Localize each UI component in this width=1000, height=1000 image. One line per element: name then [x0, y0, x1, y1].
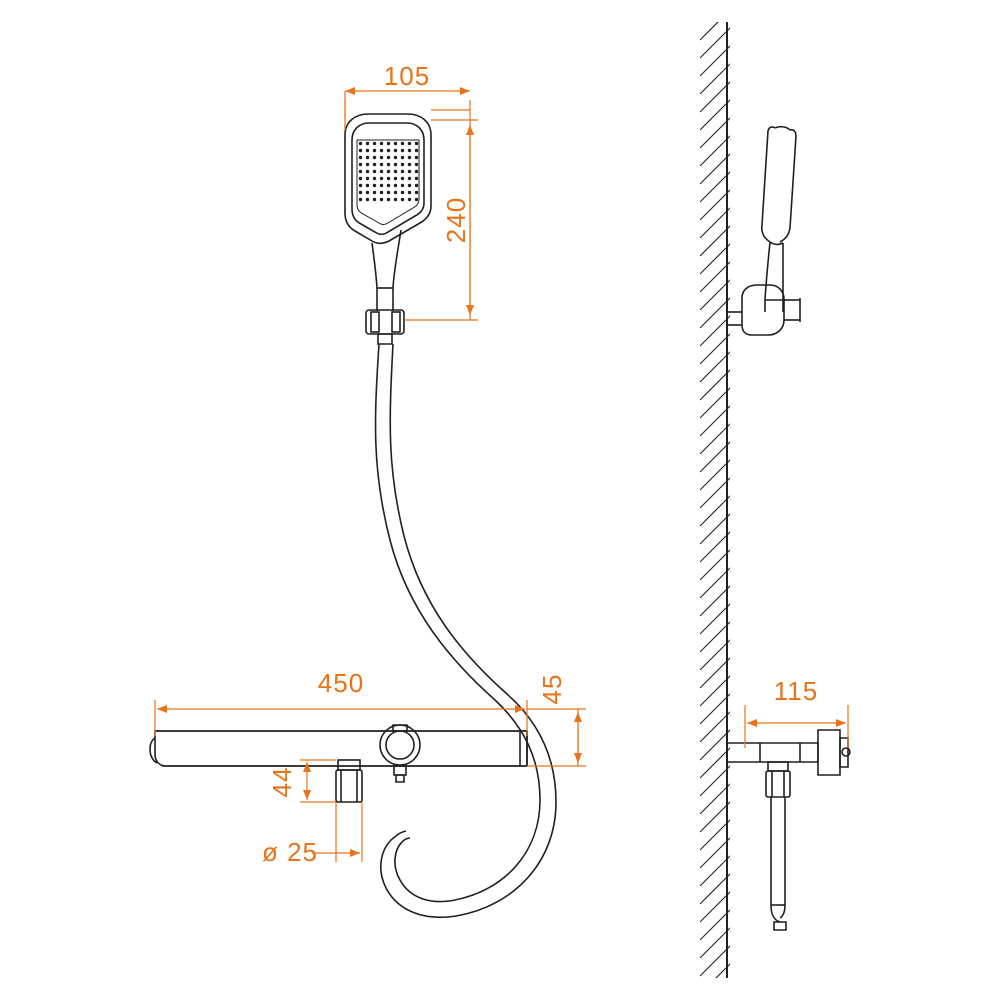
dimension-head-height: 240 [441, 197, 471, 243]
shower-bar-side [727, 729, 851, 798]
dimension-bar-length: 450 [318, 668, 364, 698]
dimension-outlet-drop: 44 [267, 767, 297, 798]
shower-holder-slider-front [379, 724, 421, 783]
wall-bracket-side [727, 284, 801, 336]
dimension-lines-side [744, 705, 849, 748]
dimension-head-width: 105 [384, 61, 430, 91]
dimension-bar-offset: 45 [537, 674, 567, 705]
dimension-lines-front [154, 87, 586, 862]
flexible-hose-side [770, 797, 787, 931]
dimension-wall-projection: 115 [774, 676, 818, 706]
flexible-hose-front [374, 343, 557, 919]
water-outlet-front [335, 759, 363, 803]
hand-shower-head-front [344, 113, 432, 245]
hand-shower-handle-front [371, 229, 402, 311]
wall-hatching [700, 22, 730, 978]
dimension-outlet-diameter: ø 25 [262, 837, 318, 867]
hose-connector-front [365, 309, 405, 345]
